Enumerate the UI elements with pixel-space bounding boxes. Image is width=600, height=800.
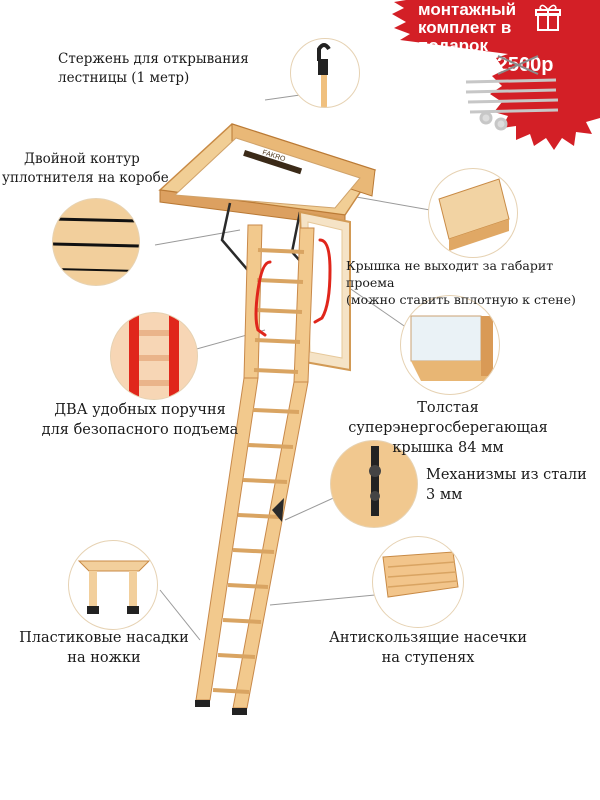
foot-cap-left — [195, 700, 210, 707]
foot-cap-right — [232, 708, 247, 715]
callout-rod-line2: лестницы (1 метр) — [58, 70, 190, 86]
callout-lid-line1: Толстая суперэнергосберегающая — [348, 400, 548, 436]
callout-cover-line2: (можно ставить вплотную к стене) — [346, 292, 576, 307]
promo-line3: подарок — [418, 36, 488, 55]
callout-lid-line2: крышка 84 мм — [392, 440, 504, 456]
callout-steps-line1: Антискользящие насечки — [328, 630, 528, 646]
handrails — [254, 238, 332, 337]
callout-mechanisms: Механизмы из стали 3 мм — [426, 465, 587, 505]
detail-handrails — [110, 312, 198, 400]
callout-steps: Антискользящие насечки на ступенях — [328, 628, 528, 668]
mounting-kit-image — [465, 78, 559, 131]
callout-cover: Крышка не выходит за габарит проема (мож… — [346, 257, 600, 308]
ladder-lower — [195, 377, 309, 715]
callout-feet-line1: Пластиковые насадки — [19, 630, 189, 646]
detail-lid — [400, 295, 500, 395]
promo-line4: выгода 2500р — [418, 54, 554, 77]
promo-line2: комплект в — [418, 18, 512, 37]
callout-mechanisms-line1: Механизмы из стали — [426, 467, 587, 483]
promo-badge-shape — [392, 0, 600, 150]
callout-feet: Пластиковые насадки на ножки — [14, 628, 194, 668]
promo-line1: монтажный — [418, 0, 517, 19]
detail-steps — [372, 536, 464, 628]
callout-seal-line2: уплотнителя на коробе — [2, 170, 169, 186]
callout-steps-line2: на ступенях — [381, 650, 475, 666]
detail-mechanisms — [330, 440, 418, 528]
callout-rod-line1: Стержень для открывания — [58, 51, 249, 67]
callout-handrails-line1: ДВА удобных поручня — [54, 402, 226, 418]
callout-cover-line1: Крышка не выходит за габарит проема — [346, 258, 554, 290]
callout-rod: Стержень для открывания лестницы (1 метр… — [58, 50, 249, 88]
callout-handrails: ДВА удобных поручня для безопасного подъ… — [40, 400, 240, 440]
detail-cover — [428, 168, 518, 258]
callout-lid: Толстая суперэнергосберегающая крышка 84… — [318, 398, 578, 458]
callout-feet-line2: на ножки — [67, 650, 141, 666]
detail-feet — [68, 540, 158, 630]
detail-seal — [52, 198, 140, 286]
connector-line-cover — [344, 194, 431, 211]
gift-icon — [535, 4, 561, 31]
callout-mechanisms-line2: 3 мм — [426, 487, 463, 503]
promo-amount: 2500р — [496, 54, 554, 76]
promo-badge[interactable]: монтажный комплект в подарок выгода 2500… — [386, 0, 600, 150]
callout-seal: Двойной контур уплотнителя на коробе — [2, 150, 169, 188]
callout-handrails-line2: для безопасного подъема — [41, 422, 239, 438]
steel-mechanism — [272, 498, 284, 522]
callout-seal-line1: Двойной контур — [24, 151, 140, 167]
promo-line4-prefix: выгода — [418, 54, 492, 76]
attic-box: FAKRO — [158, 123, 377, 227]
strikethrough-icon — [497, 55, 539, 75]
ladder-upper — [243, 224, 315, 383]
detail-rod — [290, 38, 360, 108]
